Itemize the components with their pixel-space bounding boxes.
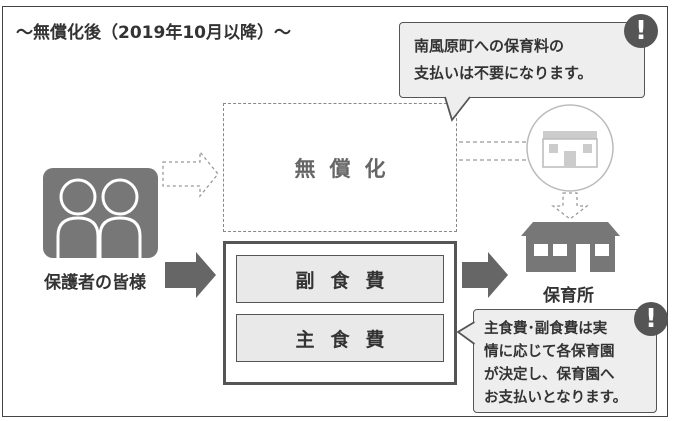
nursery-label: 保育所 xyxy=(543,286,594,306)
callout-tail xyxy=(458,322,475,344)
solid-arrow-right xyxy=(462,252,508,298)
dashed-arrow-down xyxy=(551,192,589,220)
diagram-title: 〜無償化後（2019年10月以降）〜 xyxy=(16,23,291,43)
callout-line: が決定し、保育園へ xyxy=(484,367,615,383)
callout-fee-payment: 主食費･副食費は実 情に応じて各保育園 が決定し、保育園へ お支払いとなります。 xyxy=(473,309,657,413)
callout-line: お支払いとなります。 xyxy=(484,390,628,406)
callout-tail-outline xyxy=(456,321,476,345)
callout-no-payment: 南風原町への保育料の 支払いは不要になります。 xyxy=(399,22,645,98)
dashed-arrow-right xyxy=(162,150,219,198)
free-of-charge-label: 無償化 xyxy=(294,156,400,181)
callout-line: 支払いは不要になります。 xyxy=(414,64,593,82)
staple-food-fee-label: 主食費 xyxy=(295,328,401,351)
house-icon xyxy=(521,222,620,272)
free-of-charge-box: 無償化 xyxy=(223,103,457,232)
side-dish-fee-box: 副食費 xyxy=(236,255,444,303)
fees-group: 副食費 主食費 xyxy=(223,241,457,385)
exclamation-icon: ! xyxy=(624,14,658,48)
callout-line: 情に応じて各保育園 xyxy=(484,344,615,360)
solid-arrow-right xyxy=(165,252,216,298)
callout-line: 主食費･副食費は実 xyxy=(484,321,608,337)
exclamation-icon: ! xyxy=(634,302,668,336)
callout-tail-outline xyxy=(444,96,471,122)
callout-tail xyxy=(445,96,470,120)
side-dish-fee-label: 副食費 xyxy=(295,269,401,292)
diagram-frame xyxy=(2,6,668,417)
guardians-label: 保護者の皆様 xyxy=(44,273,146,293)
callout-line: 南風原町への保育料の xyxy=(414,37,565,55)
staple-food-fee-box: 主食費 xyxy=(236,314,444,362)
people-icon xyxy=(43,168,158,258)
government-building-icon xyxy=(526,104,614,192)
